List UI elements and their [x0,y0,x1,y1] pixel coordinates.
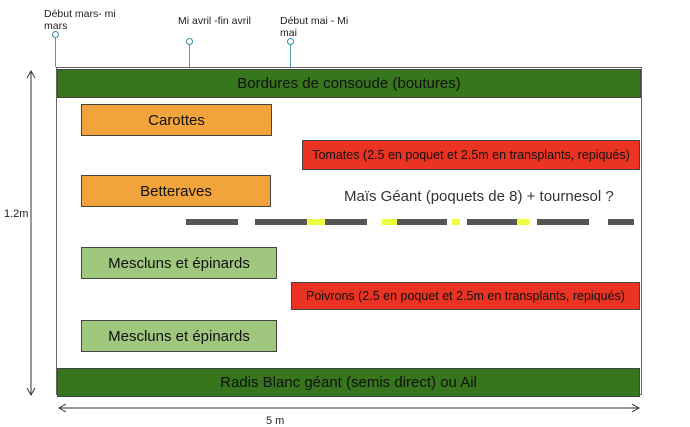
timeline-label-mars: Début mars- mi mars [44,8,116,32]
row-mais-label: Maïs Géant (poquets de 8) + tournesol ? [344,188,614,205]
row-carottes: Carottes [81,104,272,136]
dash-segment [325,219,367,225]
dash-segment [537,219,589,225]
height-label: 1.2m [4,208,29,220]
dash-segment [255,219,307,225]
timeline-label-avril: Mi avril -fin avril [178,15,251,27]
row-tomates: Tomates (2.5 en poquet et 2.5m en transp… [302,140,640,170]
timeline-line-mai [290,44,291,67]
timeline-label-mai: Début mai - Mi mai [280,15,349,39]
width-label: 5 m [266,415,285,427]
dash-highlight [307,219,325,225]
dash-highlight [452,219,460,225]
dash-segment [467,219,517,225]
row-mescluns-2: Mescluns et épinards [81,320,277,352]
dash-segment [397,219,447,225]
dash-highlight [382,219,397,225]
row-betteraves: Betteraves [81,175,271,207]
height-dimension-arrow [26,69,36,397]
timeline-line-avril [189,44,190,67]
timeline-line-mars [55,37,56,67]
row-radis: Radis Blanc géant (semis direct) ou Ail [57,368,640,397]
row-poivrons: Poivrons (2.5 en poquet et 2.5m en trans… [291,282,640,310]
dash-segment [608,219,634,225]
dash-highlight [517,219,529,225]
row-mescluns-1: Mescluns et épinards [81,247,277,279]
row-consoude: Bordures de consoude (boutures) [57,69,641,98]
width-dimension-arrow [57,403,641,413]
dash-segment [186,219,238,225]
